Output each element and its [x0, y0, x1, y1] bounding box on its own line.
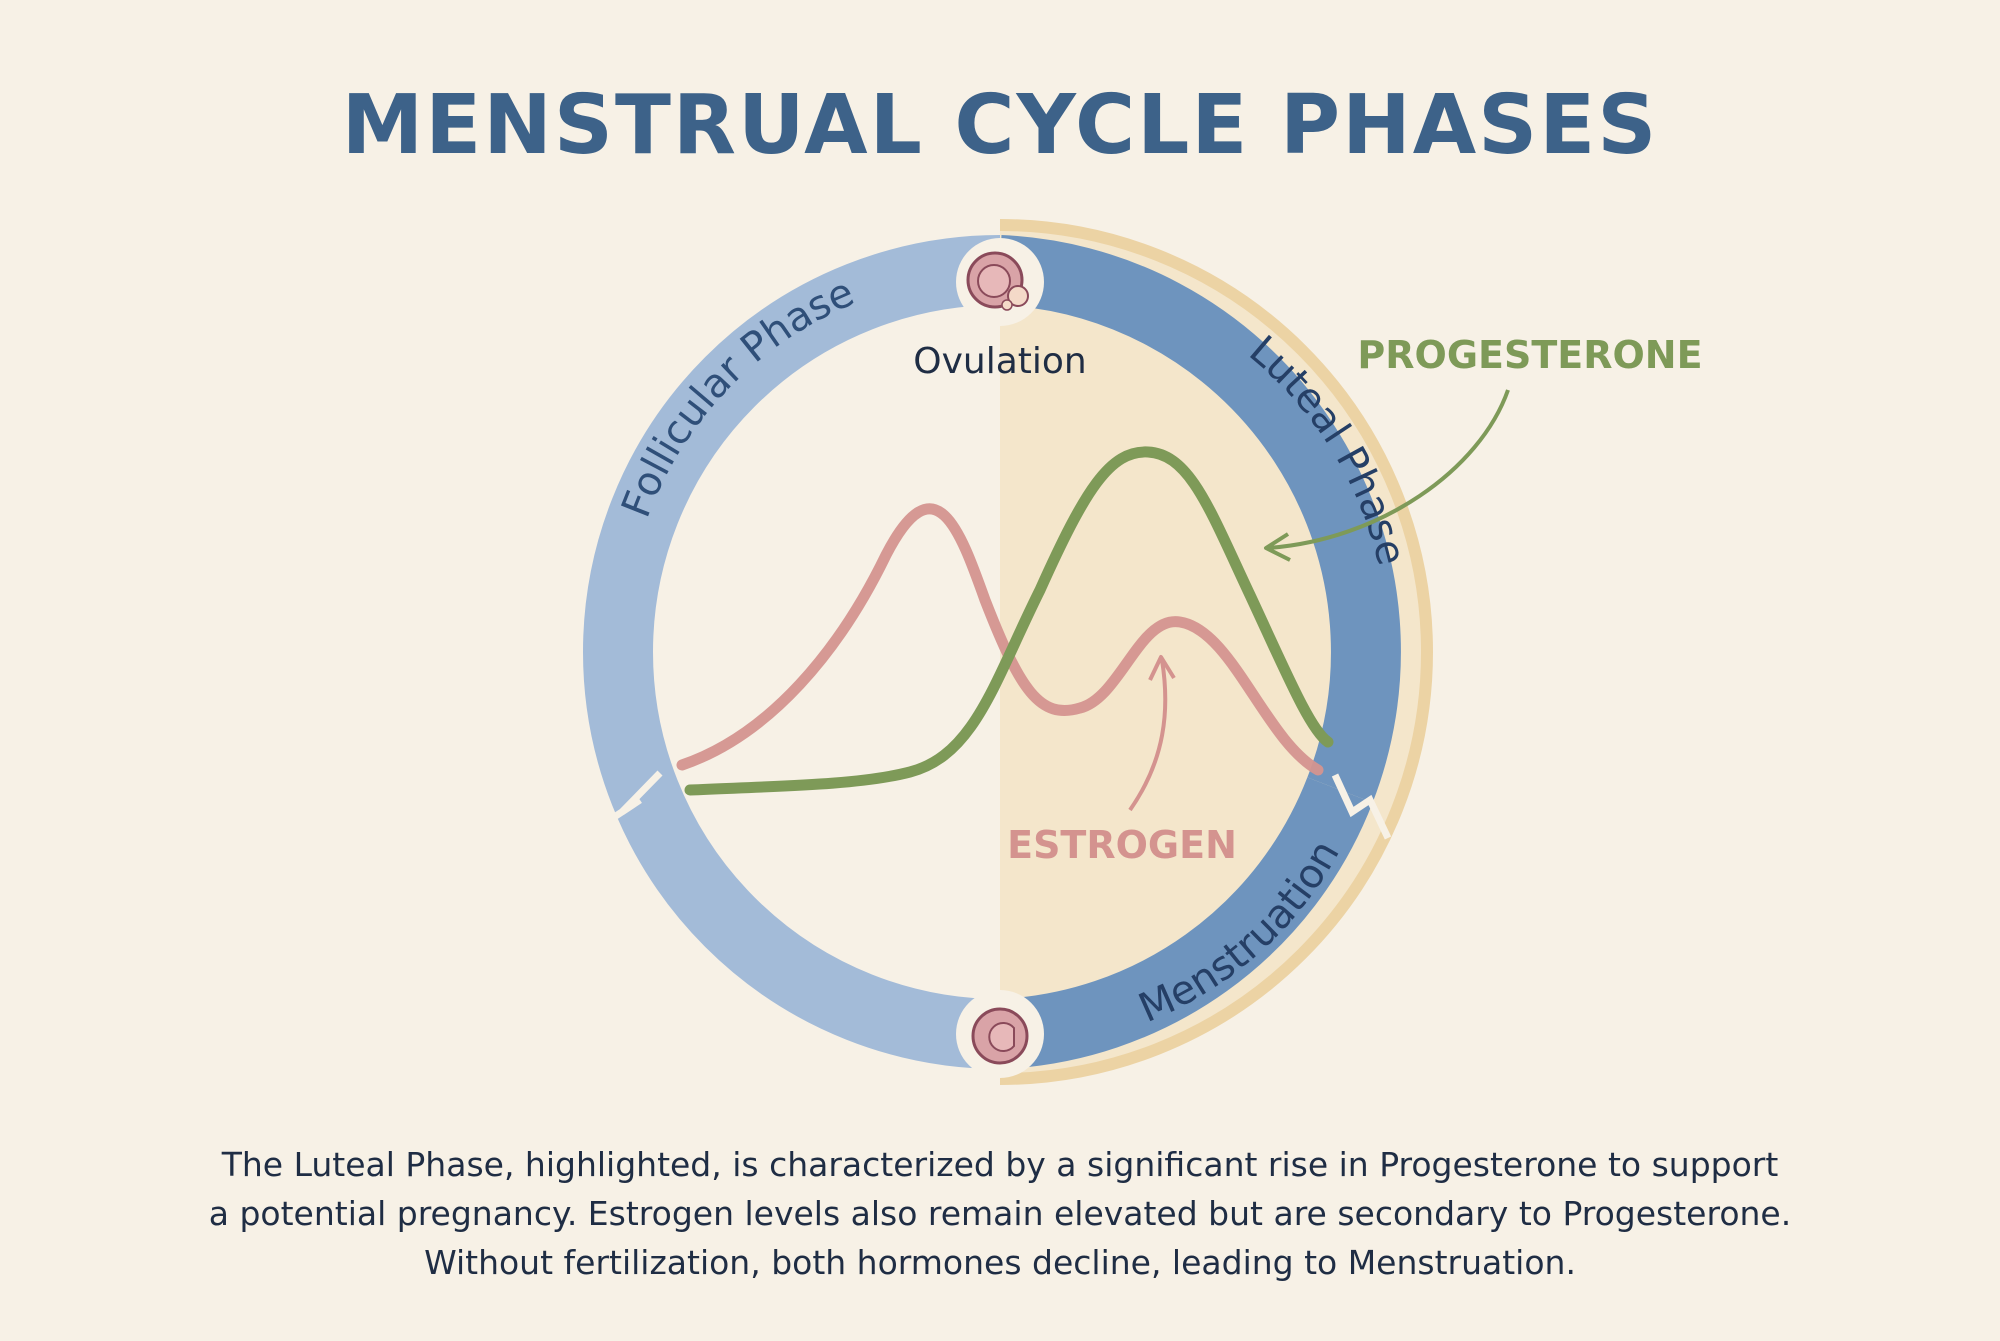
page-title: MENSTRUAL CYCLE PHASES — [341, 78, 1659, 173]
estrogen-label: ESTROGEN — [1007, 823, 1237, 867]
ring-notch-right — [1331, 773, 1392, 840]
luteal-highlight-rim — [999, 219, 1433, 1085]
ring-notch-left — [594, 770, 663, 832]
caption: The Luteal Phase, highlighted, is charac… — [150, 1140, 1850, 1287]
follicular-arc — [582, 235, 1001, 1069]
progesterone-curve — [684, 446, 1334, 796]
luteal-arc — [998, 235, 1401, 803]
ovulation-icon — [956, 238, 1044, 326]
caption-line: The Luteal Phase, highlighted, is charac… — [221, 1145, 1779, 1184]
menstruation-icon — [956, 990, 1044, 1078]
caption-line: Without fertilization, both hormones dec… — [424, 1243, 1576, 1282]
progesterone-arrowhead-icon — [1264, 532, 1291, 562]
ovulation-label: Ovulation — [913, 341, 1086, 382]
estrogen-arrow — [1128, 659, 1168, 812]
menstruation-arc — [998, 777, 1373, 1069]
progesterone-label: PROGESTERONE — [1357, 333, 1702, 377]
caption-line: a potential pregnancy. Estrogen levels a… — [208, 1194, 1792, 1233]
estrogen-curve — [676, 503, 1324, 776]
progesterone-arrow — [1267, 389, 1510, 550]
estrogen-arrowhead-icon — [1148, 655, 1176, 681]
